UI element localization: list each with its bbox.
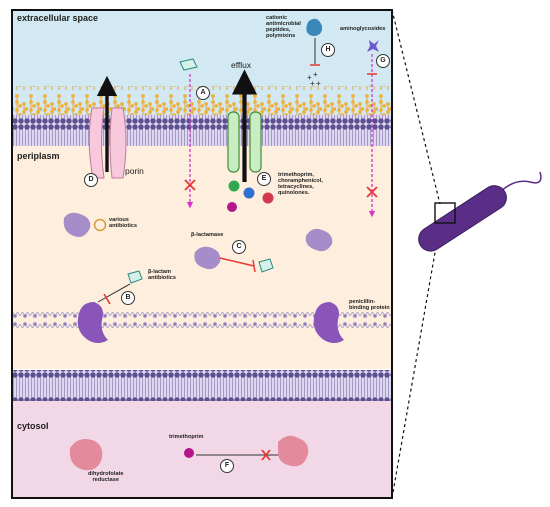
zoom-line-bottom [391, 223, 441, 499]
marker-h: H [321, 43, 335, 57]
beta-lactamase-label: β-lactamase [191, 232, 224, 238]
cytosol-region [12, 416, 392, 498]
zoom-box [434, 202, 456, 224]
marker-d: D [84, 173, 98, 187]
pathway-b [97, 270, 143, 305]
svg-text:+: + [316, 79, 321, 88]
trimethoprim-label: trimethoprim [169, 434, 204, 440]
zoom-line-top [391, 9, 441, 205]
pbp-label: penicillin- binding protein [349, 299, 390, 311]
cytosol-label: cytosol [17, 421, 49, 431]
various-antibiotics-label: various antibiotics [109, 217, 137, 229]
substrate-purple [227, 202, 237, 212]
marker-e: E [257, 172, 271, 186]
pbp-right [313, 302, 344, 343]
marker-b: B [121, 291, 135, 305]
extracellular-label: extracellular space [17, 13, 99, 23]
porin-label: porin [125, 166, 144, 176]
periplasm-label: periplasm [17, 151, 60, 161]
pathway-a [179, 58, 198, 209]
trimethoprim-dot [184, 448, 194, 458]
outer-membrane [12, 115, 392, 146]
svg-text:+: + [307, 73, 312, 82]
substrate-green [228, 180, 240, 192]
efflux-substrates-label: trimethoprim, choramphenicol, tetracycli… [278, 172, 323, 196]
cytosol-gap [12, 401, 392, 416]
substrate-blue [243, 187, 255, 199]
pbp-left [77, 302, 108, 343]
marker-g: G [376, 54, 390, 68]
bacterium [418, 171, 542, 252]
pathway-g [366, 40, 379, 218]
porin-channel [88, 75, 127, 179]
svg-text:+: + [313, 70, 318, 79]
enzyme-blob-left [63, 212, 91, 237]
dhfr-label: dihydrofolate reductase [88, 471, 124, 483]
peptidoglycan-layer [12, 312, 392, 328]
inner-membrane [12, 370, 392, 401]
various-antibiotics-icon [93, 218, 107, 232]
pathway-h: + + + + [306, 18, 323, 88]
beta-lactam-label: β-lactam antibiotics [148, 269, 176, 281]
cationic-label: cationic antimicrobial peptides, polymix… [266, 15, 301, 39]
substrate-red [262, 192, 274, 204]
dhfr-right [278, 435, 309, 467]
pathway-c [194, 246, 274, 273]
svg-text:+: + [310, 79, 315, 88]
marker-a: A [196, 86, 210, 100]
efflux-label: efflux [231, 60, 252, 70]
enzyme-blob-right [305, 228, 333, 252]
dhfr-left [69, 439, 103, 471]
dhfr-block [261, 449, 271, 461]
marker-c: C [232, 240, 246, 254]
efflux-pump [227, 69, 262, 182]
marker-f: F [220, 459, 234, 473]
aminoglycosides-label: aminoglycosides [340, 26, 386, 32]
cell-frame [11, 9, 393, 499]
